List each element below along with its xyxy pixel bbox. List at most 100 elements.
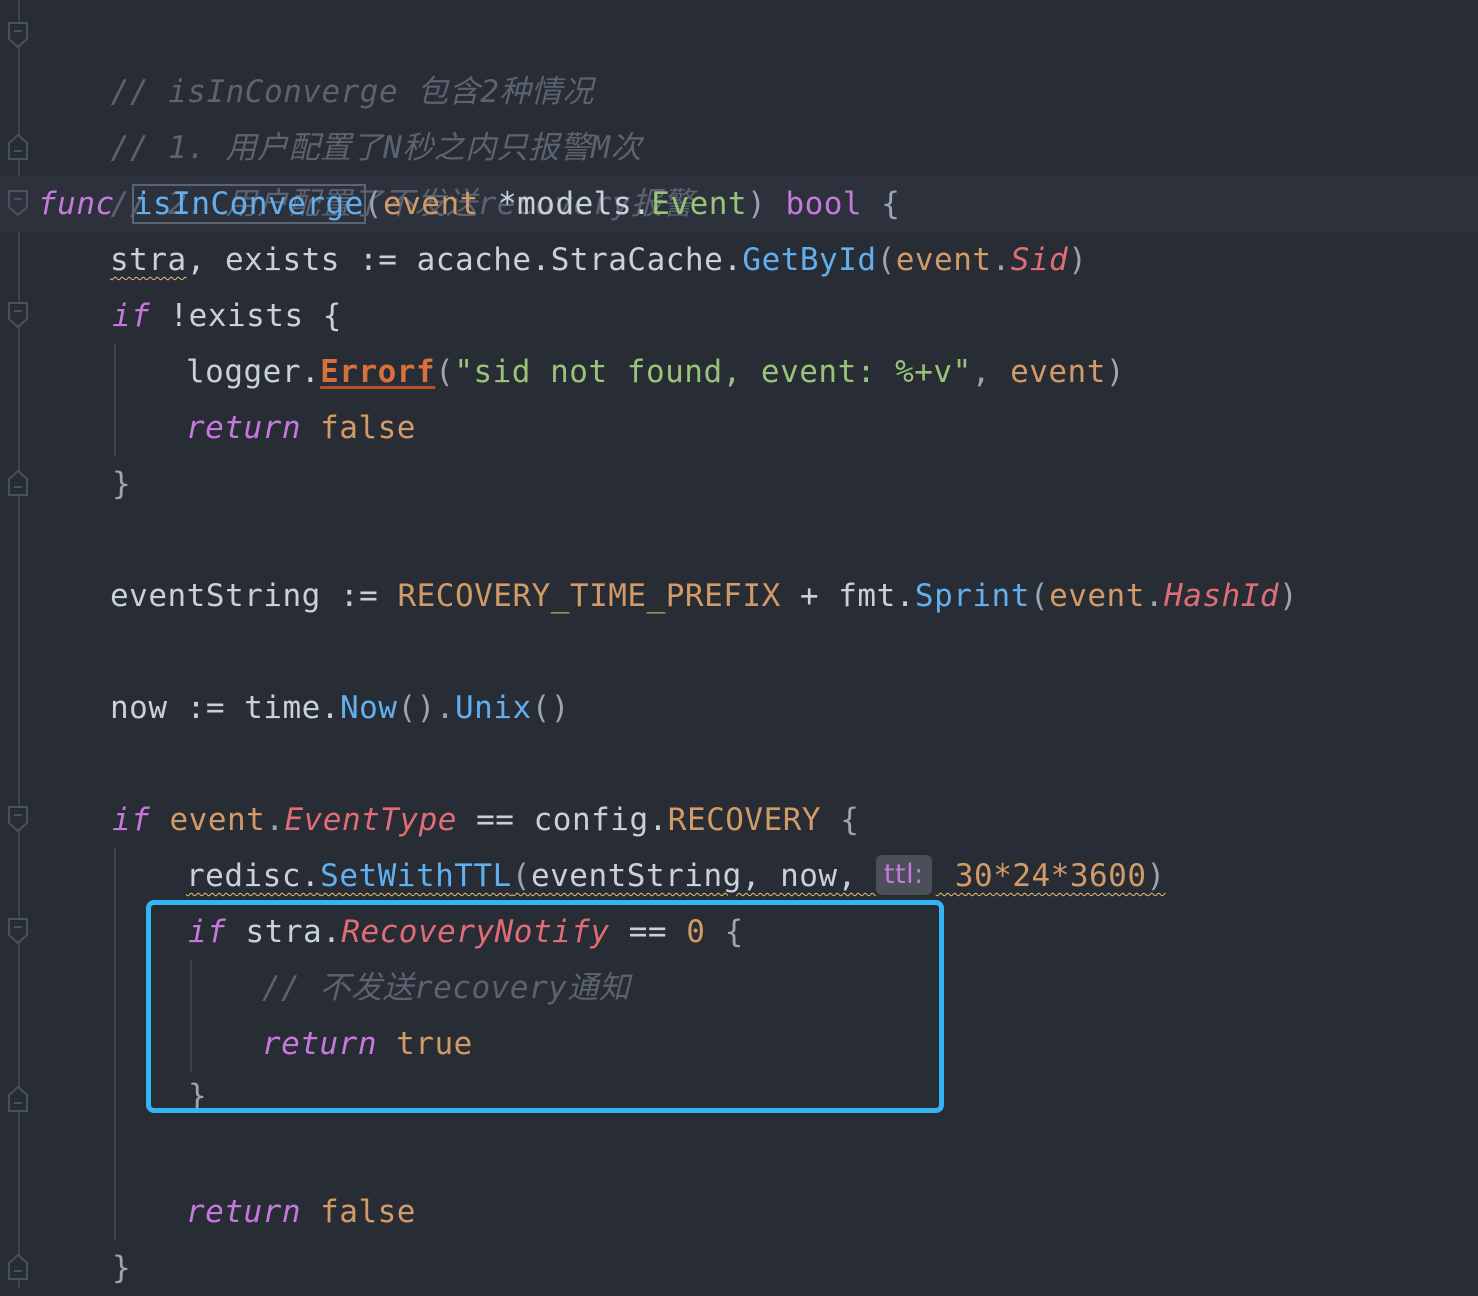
indent-guide [114, 848, 116, 1240]
brace: { [705, 914, 744, 950]
fold-collapse-icon[interactable] [8, 22, 28, 48]
const-recovery: RECOVERY [667, 802, 822, 838]
brace: } [112, 1250, 132, 1286]
paren: ) [1105, 354, 1126, 390]
paren: ( [876, 242, 896, 278]
code-text: == [609, 914, 687, 950]
fold-collapse-icon[interactable] [8, 806, 28, 832]
number-zero: 0 [686, 914, 706, 950]
inlay-hint-ttl: ttl: [875, 855, 932, 895]
paren: ( [511, 858, 531, 894]
method-setwithttl: SetWithTTL [320, 858, 512, 894]
code-text: redisc. [186, 858, 321, 894]
brace: } [112, 466, 132, 502]
keyword-if: if [188, 914, 227, 950]
field-recoverynotify: RecoveryNotify [341, 914, 610, 950]
fold-end-icon[interactable] [8, 134, 28, 160]
paren: ) [747, 186, 786, 222]
dot: . [1144, 578, 1165, 614]
paren: ) [1279, 578, 1299, 614]
keyword-func: func [38, 186, 115, 222]
keyword-return: return [262, 1026, 377, 1062]
paren: ( [435, 354, 455, 390]
number-ttl: 30*24*3600 [935, 858, 1147, 894]
paren: ) [1068, 242, 1088, 278]
code-line-16[interactable]: redisc.SetWithTTL(eventString, now, ttl:… [186, 848, 1166, 904]
function-name-selected[interactable]: isInConverge [131, 184, 366, 224]
code-text: logger. [186, 354, 321, 390]
type-event: Event [651, 186, 748, 222]
code-text: stra. [226, 914, 342, 950]
code-line-17[interactable]: if stra.RecoveryNotify == 0 { [188, 904, 744, 960]
param-event: event [382, 186, 479, 222]
paren: ( [1029, 578, 1050, 614]
code-text: + fmt. [780, 578, 915, 614]
fold-end-icon[interactable] [8, 1254, 28, 1280]
param-event: event [895, 242, 992, 278]
fold-end-icon[interactable] [8, 470, 28, 496]
paren: ( [363, 186, 383, 222]
code-line-3[interactable]: // 2. 用户配置了不发送recovery报警 [34, 120, 694, 222]
comment: // 1. 用户配置了N秒之内只报警M次 [110, 130, 642, 166]
const-recovery-time-prefix: RECOVERY_TIME_PREFIX [397, 578, 781, 614]
code-line-19[interactable]: return true [262, 1016, 473, 1072]
param-event: event [150, 802, 266, 838]
fold-collapse-icon[interactable] [8, 918, 28, 944]
method-getbyid: GetById [742, 242, 877, 278]
code-line-6[interactable]: if !exists { [112, 288, 342, 344]
fold-gutter-line [18, 0, 20, 1288]
fold-end-icon[interactable] [8, 1086, 28, 1112]
paren: () [531, 690, 570, 726]
comment: // 不发送recovery通知 [262, 970, 631, 1006]
string-literal: "sid not found, event: %+v" [454, 354, 972, 390]
method-sprint: Sprint [914, 578, 1030, 614]
brace: { [821, 802, 860, 838]
param-event: event [1010, 354, 1106, 390]
code-line-18[interactable]: // 不发送recovery通知 [262, 960, 630, 1016]
code-line-15[interactable]: if event.EventType == config.RECOVERY { [112, 792, 859, 848]
keyword-return: return [186, 1194, 301, 1230]
code-line-7[interactable]: logger.Errorf("sid not found, event: %+v… [186, 344, 1125, 400]
code-line-8[interactable]: return false [186, 400, 416, 456]
paren: ) [1146, 858, 1166, 894]
current-line-highlight [0, 176, 1478, 232]
code-line-20[interactable]: } [188, 1068, 207, 1124]
type-prefix: *models. [478, 186, 652, 222]
brace: } [188, 1078, 208, 1114]
fold-collapse-icon[interactable] [8, 190, 28, 216]
field-hashid: HashId [1164, 578, 1280, 614]
dot: . [265, 802, 285, 838]
code-line-13[interactable]: now := time.Now().Unix() [110, 680, 570, 736]
code-line-2[interactable]: // 1. 用户配置了N秒之内只报警M次 [34, 64, 642, 166]
value-false: false [300, 410, 416, 446]
keyword-return: return [186, 410, 301, 446]
code-text: == config. [456, 802, 668, 838]
method-now: Now [339, 690, 398, 726]
method-errorf: Errorf [320, 354, 436, 390]
fold-collapse-icon[interactable] [8, 302, 28, 328]
return-type: bool [785, 186, 863, 222]
code-line-23[interactable]: } [112, 1240, 131, 1296]
dot: . [991, 242, 1011, 278]
brace: { [862, 186, 901, 222]
code-line-22[interactable]: return false [186, 1184, 416, 1240]
args-text: eventString, now, [530, 858, 876, 894]
field-sid: Sid [1010, 242, 1069, 278]
code-text: , exists := acache.StraCache. [186, 242, 743, 278]
comment: // 2. 用户配置了不发送recovery报警 [110, 186, 694, 222]
var-stra-warning[interactable]: stra [110, 242, 187, 278]
code-line-11[interactable]: eventString := RECOVERY_TIME_PREFIX + fm… [110, 568, 1298, 624]
code-line-5[interactable]: stra, exists := acache.StraCache.GetById… [110, 232, 1087, 288]
comment: // isInConverge 包含2种情况 [110, 74, 594, 110]
code-line-9[interactable]: } [112, 456, 131, 512]
value-true: true [376, 1026, 473, 1062]
comma: , [971, 354, 1011, 390]
param-event: event [1049, 578, 1145, 614]
keyword-if: if [112, 802, 151, 838]
indent-guide [190, 960, 192, 1072]
keyword-if: if [112, 298, 151, 334]
code-line-4[interactable]: func isInConverge(event *models.Event) b… [38, 176, 900, 232]
code-text: !exists { [150, 298, 342, 334]
code-line-1[interactable]: // isInConverge 包含2种情况 [34, 8, 594, 110]
